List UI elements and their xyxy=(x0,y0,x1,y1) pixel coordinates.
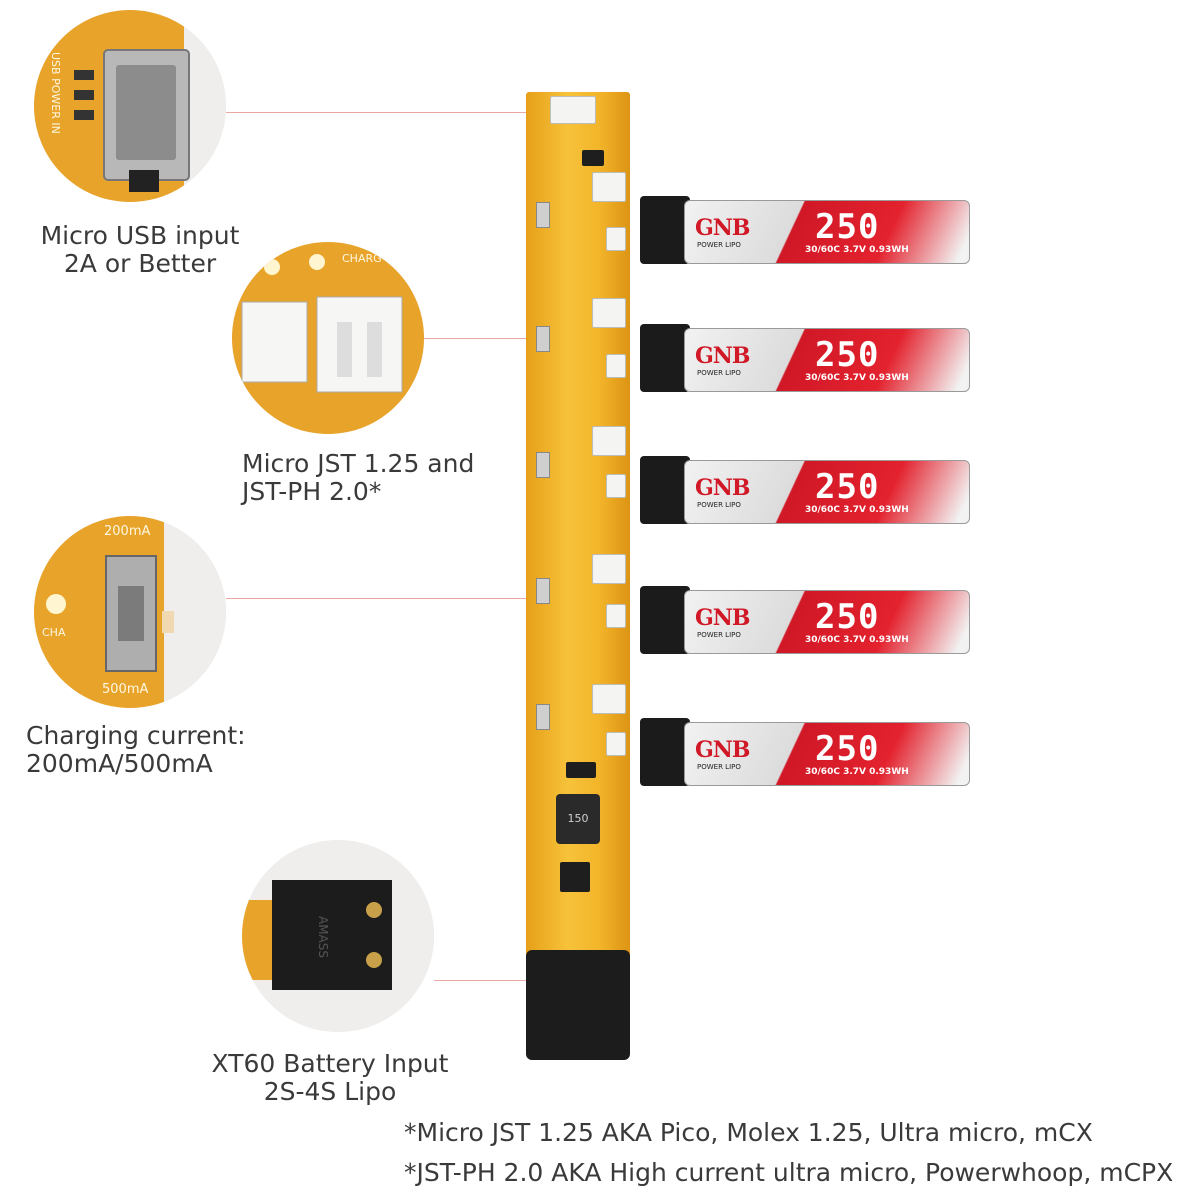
battery-sub: POWER LIPO xyxy=(697,369,741,377)
current-closeup-circle: 200mA 500mA CHA xyxy=(34,516,226,708)
battery-capacity: 250 xyxy=(815,207,880,247)
battery-spec: 30/60C 3.7V 0.93WH xyxy=(805,767,909,777)
battery-capacity: 250 xyxy=(815,467,880,507)
usb-caption-line2: 2A or Better xyxy=(63,249,217,278)
battery-capacity: 250 xyxy=(815,597,880,637)
battery-3: GNB POWER LIPO 250 30/60C 3.7V 0.93WH xyxy=(640,454,970,526)
jst-closeup-text: CHARG xyxy=(342,252,382,265)
battery-capacity: 250 xyxy=(815,335,880,375)
micro-jst-port-5 xyxy=(606,732,626,756)
jst-caption-line1: Micro JST 1.25 and xyxy=(242,449,475,478)
battery-capacity: 250 xyxy=(815,729,880,769)
xt60-closeup-image xyxy=(242,840,434,1032)
battery-spec: 30/60C 3.7V 0.93WH xyxy=(805,635,909,645)
micro-jst-port-4 xyxy=(606,604,626,628)
xt60-caption-line1: XT60 Battery Input xyxy=(211,1049,449,1078)
current-caption: Charging current: 200mA/500mA xyxy=(26,722,246,778)
micro-jst-port-1 xyxy=(606,227,626,251)
jst-closeup-image xyxy=(232,242,424,434)
current-caption-line2: 200mA/500mA xyxy=(26,749,213,778)
battery-logo: GNB xyxy=(695,737,750,763)
jst-ph-port-5 xyxy=(592,684,626,714)
usb-leader-line xyxy=(226,112,576,113)
usb-caption: Micro USB input 2A or Better xyxy=(20,222,260,278)
xt60-connector xyxy=(526,950,630,1060)
charge-switch-5 xyxy=(536,704,550,730)
jst-ph-port-2 xyxy=(592,298,626,328)
current-closeup-bottom: 500mA xyxy=(102,682,149,697)
usb-closeup-circle: USB POWER IN xyxy=(34,10,226,202)
footnote-micro-jst: *Micro JST 1.25 AKA Pico, Molex 1.25, Ul… xyxy=(404,1118,1093,1147)
battery-sub: POWER LIPO xyxy=(697,241,741,249)
battery-spec: 30/60C 3.7V 0.93WH xyxy=(805,505,909,515)
battery-1: GNB POWER LIPO 250 30/60C 3.7V 0.93WH xyxy=(640,194,970,266)
battery-logo: GNB xyxy=(695,215,750,241)
battery-body: GNB POWER LIPO 250 30/60C 3.7V 0.93WH xyxy=(684,200,970,264)
battery-plug xyxy=(640,196,690,264)
xt60-caption: XT60 Battery Input 2S-4S Lipo xyxy=(200,1050,460,1106)
board-chip-middle xyxy=(566,762,596,778)
charge-switch-1 xyxy=(536,202,550,228)
jst-ph-port-3 xyxy=(592,426,626,456)
battery-sub: POWER LIPO xyxy=(697,501,741,509)
jst-ph-port-1 xyxy=(592,172,626,202)
battery-body: GNB POWER LIPO 250 30/60C 3.7V 0.93WH xyxy=(684,328,970,392)
battery-body: GNB POWER LIPO 250 30/60C 3.7V 0.93WH xyxy=(684,590,970,654)
battery-logo: GNB xyxy=(695,343,750,369)
battery-logo: GNB xyxy=(695,605,750,631)
battery-body: GNB POWER LIPO 250 30/60C 3.7V 0.93WH xyxy=(684,460,970,524)
xt60-leader-line xyxy=(434,980,574,981)
battery-plug xyxy=(640,586,690,654)
inductor: 150 xyxy=(556,794,600,844)
battery-sub: POWER LIPO xyxy=(697,631,741,639)
board-chip-top xyxy=(582,150,604,166)
usb-closeup-text: USB POWER IN xyxy=(49,52,62,134)
board-chip-bottom xyxy=(560,862,590,892)
micro-jst-port-3 xyxy=(606,474,626,498)
jst-leader-line xyxy=(424,338,606,339)
micro-jst-port-2 xyxy=(606,354,626,378)
xt60-closeup-text: AMASS xyxy=(316,915,331,959)
battery-plug xyxy=(640,324,690,392)
battery-plug xyxy=(640,456,690,524)
current-closeup-image xyxy=(34,516,226,708)
usb-closeup-image xyxy=(34,10,226,202)
charger-board: 150 xyxy=(526,92,630,1000)
jst-ph-port-4 xyxy=(592,554,626,584)
jst-caption-line2: JST-PH 2.0* xyxy=(242,477,382,506)
xt60-caption-line2: 2S-4S Lipo xyxy=(263,1077,397,1106)
current-closeup-side: CHA xyxy=(42,626,66,639)
footnote-jst-ph: *JST-PH 2.0 AKA High current ultra micro… xyxy=(404,1158,1174,1187)
jst-caption: Micro JST 1.25 and JST-PH 2.0* xyxy=(242,450,474,506)
inductor-label: 150 xyxy=(567,812,589,825)
battery-body: GNB POWER LIPO 250 30/60C 3.7V 0.93WH xyxy=(684,722,970,786)
jst-closeup-circle: CHARG xyxy=(232,242,424,434)
battery-spec: 30/60C 3.7V 0.93WH xyxy=(805,245,909,255)
xt60-closeup-circle: AMASS xyxy=(242,840,434,1032)
charge-switch-3 xyxy=(536,452,550,478)
usb-caption-line1: Micro USB input xyxy=(40,221,240,250)
battery-4: GNB POWER LIPO 250 30/60C 3.7V 0.93WH xyxy=(640,584,970,656)
charge-switch-4 xyxy=(536,578,550,604)
current-caption-line1: Charging current: xyxy=(26,721,246,750)
charge-switch-2 xyxy=(536,326,550,352)
battery-2: GNB POWER LIPO 250 30/60C 3.7V 0.93WH xyxy=(640,322,970,394)
usb-port xyxy=(550,96,596,124)
current-leader-line xyxy=(226,598,542,599)
battery-logo: GNB xyxy=(695,475,750,501)
current-closeup-top: 200mA xyxy=(104,524,151,539)
battery-plug xyxy=(640,718,690,786)
battery-5: GNB POWER LIPO 250 30/60C 3.7V 0.93WH xyxy=(640,716,970,788)
battery-spec: 30/60C 3.7V 0.93WH xyxy=(805,373,909,383)
battery-sub: POWER LIPO xyxy=(697,763,741,771)
